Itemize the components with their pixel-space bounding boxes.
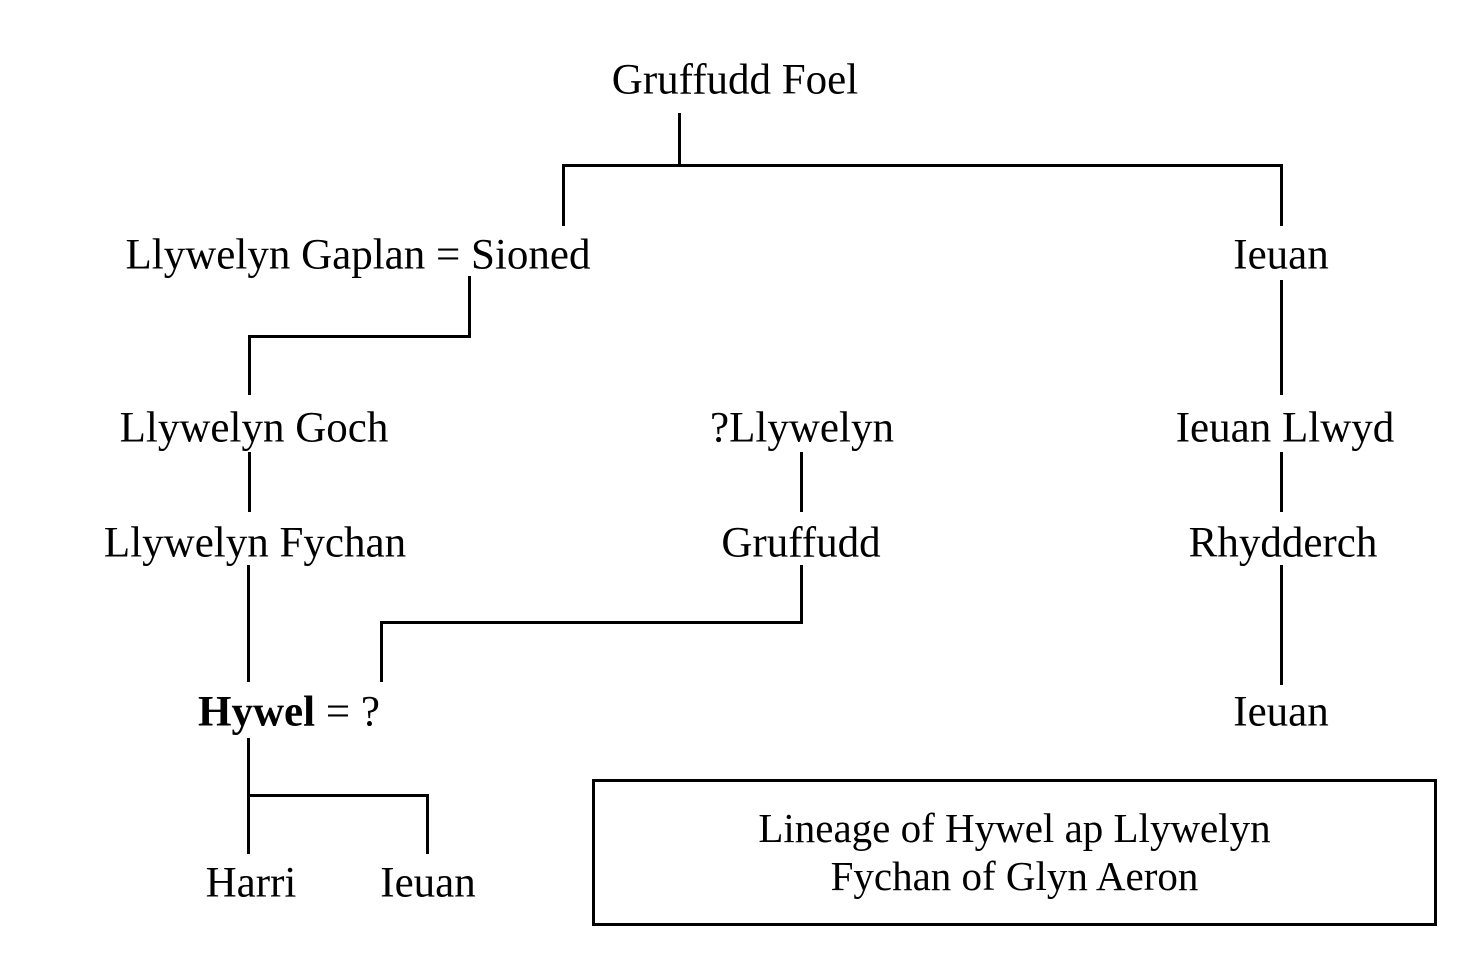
connector-gruffudd-drop bbox=[800, 565, 803, 623]
connector-llywelyn-goch-drop bbox=[248, 335, 251, 395]
node-ieuan-gen2: Ieuan bbox=[1233, 231, 1329, 279]
node-llywelyn-gaplan-label: Llywelyn Gaplan bbox=[125, 231, 426, 279]
connector-children-bar bbox=[247, 794, 429, 797]
connector-llwyd-to-rhydderch bbox=[1280, 452, 1283, 512]
connector-rhydderch-to-ieuan bbox=[1280, 565, 1283, 685]
node-harri: Harri bbox=[205, 859, 297, 907]
node-ieuan-llwyd: Ieuan Llwyd bbox=[1175, 404, 1395, 452]
connector-ieuan-to-ieuan-llwyd bbox=[1280, 280, 1283, 395]
node-gruffudd-gen4: Gruffudd bbox=[721, 519, 881, 567]
connector-fychan-to-hywel bbox=[247, 565, 250, 682]
caption-text: Lineage of Hywel ap Llywelyn Fychan of G… bbox=[758, 805, 1271, 899]
caption-box: Lineage of Hywel ap Llywelyn Fychan of G… bbox=[592, 779, 1437, 926]
marriage-equals-icon: = bbox=[436, 231, 461, 279]
connector-top-bar bbox=[562, 164, 1283, 167]
node-unknown-spouse: ? bbox=[360, 688, 380, 736]
connector-marriage-bar bbox=[248, 335, 471, 338]
connector-ieuan-child-drop bbox=[426, 794, 429, 854]
node-llywelyn-fychan: Llywelyn Fychan bbox=[103, 519, 407, 567]
connector-goch-to-fychan bbox=[248, 452, 251, 512]
connector-spouse-drop bbox=[380, 621, 383, 682]
connector-top-left-drop bbox=[562, 164, 565, 226]
node-ieuan-gen5: Ieuan bbox=[1233, 688, 1329, 736]
marriage-equals-icon-2: = bbox=[325, 688, 351, 736]
node-llywelyn-goch: Llywelyn Goch bbox=[119, 404, 389, 452]
node-q-llywelyn: ?Llywelyn bbox=[710, 404, 894, 452]
connector-gruffudd-to-spouse-bar bbox=[380, 621, 803, 624]
node-llywelyn-gaplan-sioned: Llywelyn Gaplan = Sioned bbox=[126, 234, 591, 277]
connector-root-stem bbox=[678, 113, 681, 166]
node-rhydderch: Rhydderch bbox=[1188, 519, 1378, 567]
node-hywel-marriage: Hywel = ? bbox=[198, 691, 380, 734]
node-ieuan-child: Ieuan bbox=[380, 859, 476, 907]
connector-top-right-drop bbox=[1280, 164, 1283, 226]
connector-marriage-drop bbox=[468, 276, 471, 337]
node-gruffudd-foel: Gruffudd Foel bbox=[611, 56, 859, 104]
connector-hywel-drop bbox=[247, 738, 250, 796]
node-hywel-label: Hywel bbox=[198, 688, 316, 736]
connector-qllywelyn-to-gruffudd bbox=[800, 452, 803, 512]
node-sioned-label: Sioned bbox=[471, 231, 591, 279]
connector-harri-drop bbox=[247, 794, 250, 854]
